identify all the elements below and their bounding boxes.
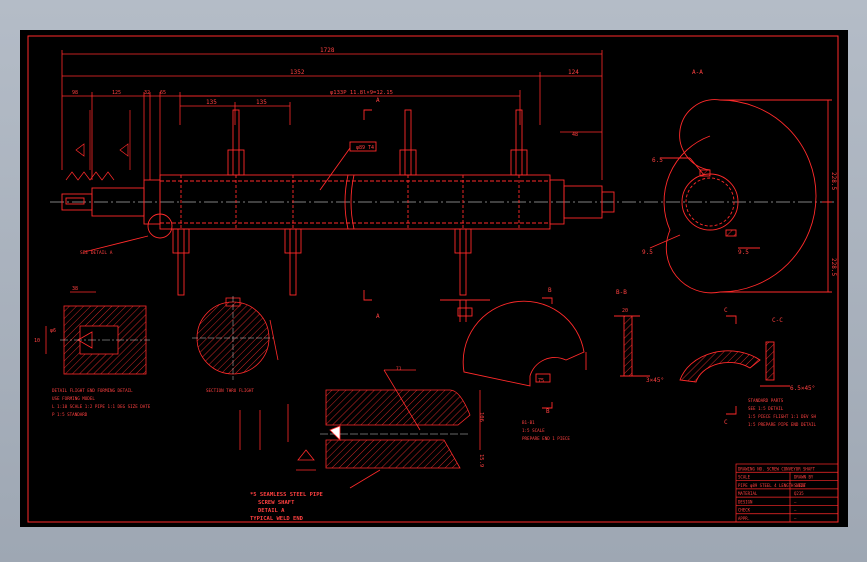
radius-9-5-b: 9.5 <box>738 249 749 256</box>
title-block-cell: — <box>794 516 797 521</box>
left-note-2: USE FORMING MODEL <box>52 396 95 401</box>
notes: DETAIL FLIGHT END FORMING DETAIL USE FOR… <box>52 388 817 441</box>
bottom-title-4: TYPICAL WELD END <box>250 516 304 522</box>
title-block-cell: Q235 <box>794 491 804 496</box>
dim-left-detail-side: 10 <box>34 338 40 344</box>
dim-pitch-2: 135 <box>256 99 267 106</box>
section-aa-view <box>649 99 832 294</box>
cc-note-3: 1:5 PIECE FLIGHT 1:1 DEV SH <box>748 414 817 419</box>
weld-detail-a <box>239 369 481 489</box>
title-block-cell: SHEET <box>794 483 807 488</box>
section-bb-label: B-B <box>616 289 627 296</box>
title-block-cell: PIPE φ89 STEEL 4 LENGTH 1728 <box>738 483 806 488</box>
dim-left-c: 32 <box>144 90 150 96</box>
title-block-cell: — <box>794 508 797 513</box>
screw-shaft-main-view <box>50 109 835 322</box>
dim-overall: 1728 <box>320 47 335 54</box>
dim-left-d: 65 <box>160 90 166 96</box>
dim-weld-106: 106 <box>478 412 484 422</box>
dim-left-a: 98 <box>72 90 78 96</box>
cc-note-4: 1:5 PREPARE PIPE END DETAIL <box>748 422 817 427</box>
title-block-cell: MATERIAL <box>738 491 758 496</box>
flight-end-detail <box>45 291 150 375</box>
dim-right-end: 124 <box>568 69 579 76</box>
section-aa-label: A-A <box>692 69 703 76</box>
radius-9-5: 9.5 <box>642 249 653 256</box>
bb-note-3: PREPARE END 1 PIECE <box>522 436 570 441</box>
mid-note: SECTION THRU FLIGHT <box>206 388 254 393</box>
title-block-cell: SCALE <box>738 475 751 480</box>
cut-c-bottom: C <box>724 419 728 426</box>
title-block-cell: — <box>794 499 797 504</box>
bottom-titles: *5 SEAMLESS STEEL PIPE SCREW SHAFT DETAI… <box>250 492 323 522</box>
left-note-4: P 1:5 STANDARD <box>52 412 88 417</box>
cut-a-top: A <box>376 97 380 104</box>
cad-drawing: 1728 1352 124 98 125 32 65 135 135 φ133P… <box>27 35 839 523</box>
bb-note-1: B1-B1 <box>522 420 535 425</box>
bb-note-2: 1:5 SCALE <box>522 428 545 433</box>
section-cc-label: C-C <box>772 317 783 324</box>
dim-flight-75: 75 <box>538 378 544 384</box>
drawing-sheet: 1728 1352 124 98 125 32 65 135 135 φ133P… <box>20 30 848 527</box>
cut-b-bottom: B <box>546 408 550 415</box>
chamfer-3x45: 3×45° <box>646 377 664 384</box>
cc-note-1: STANDARD PARTS <box>748 398 784 403</box>
dim-weld-159: 15.9 <box>478 454 484 467</box>
section-c-views <box>679 315 790 415</box>
bottom-title-3: DETAIL A <box>258 508 285 514</box>
title-block: DRAWING NO. SCREW CONVEYOR SHAFT SCALE DRA… <box>735 463 839 523</box>
dim-left-detail-top: 38 <box>72 286 78 292</box>
bottom-title-2: SCREW SHAFT <box>258 500 295 506</box>
dim-bb-20: 20 <box>622 308 628 314</box>
dim-pitch-1: 135 <box>206 99 217 106</box>
cut-b-top: B <box>548 287 552 294</box>
top-dimensions <box>61 50 603 180</box>
dim-aa-top: 228.5 <box>830 172 837 190</box>
flight-blank-view <box>462 297 587 409</box>
dim-aa-bottom: 228.5 <box>830 258 837 276</box>
title-block-cell: APPR. <box>738 516 750 521</box>
dim-weld-71: 71 <box>396 366 402 372</box>
detail-a-callout: SEE DETAIL A <box>80 250 113 256</box>
title-block-cell: DRAWING NO. SCREW CONVEYOR SHAFT <box>738 466 816 471</box>
cc-note-2: SEE 1:5 DETAIL <box>748 406 784 411</box>
radius-6-5: 6.5 <box>652 157 663 164</box>
dim-main: 1352 <box>290 69 305 76</box>
dim-right-small: 48 <box>572 132 578 138</box>
dim-pitch-note: φ133P 11.8l×9=12.15 <box>330 90 393 96</box>
title-block-cell: DESIGN <box>738 499 753 504</box>
section-bb-view <box>614 315 650 377</box>
left-note-1: DETAIL FLIGHT END FORMING DETAIL <box>52 388 133 393</box>
bottom-title-1: *5 SEAMLESS STEEL PIPE <box>250 492 323 498</box>
title-block-cell: CHECK <box>738 508 751 513</box>
cut-a-bottom: A <box>376 313 380 320</box>
title-block-cell: DRAWN BY <box>794 475 814 480</box>
left-note-3: L 1:10 SCALE 1:2 PIPE 1:1 DEG SIZE DATE <box>52 404 151 409</box>
shaft-cross-section <box>192 296 279 380</box>
pipe-label: φ89 T4 <box>356 145 374 151</box>
dim-left-b: 125 <box>112 90 121 96</box>
weld-symbols <box>65 110 131 181</box>
chamfer-c: 6.5×45° <box>790 385 815 392</box>
sheet-border <box>27 35 839 523</box>
cut-c-top: C <box>724 307 728 314</box>
dim-left-detail-dia: φ6 <box>50 328 56 334</box>
